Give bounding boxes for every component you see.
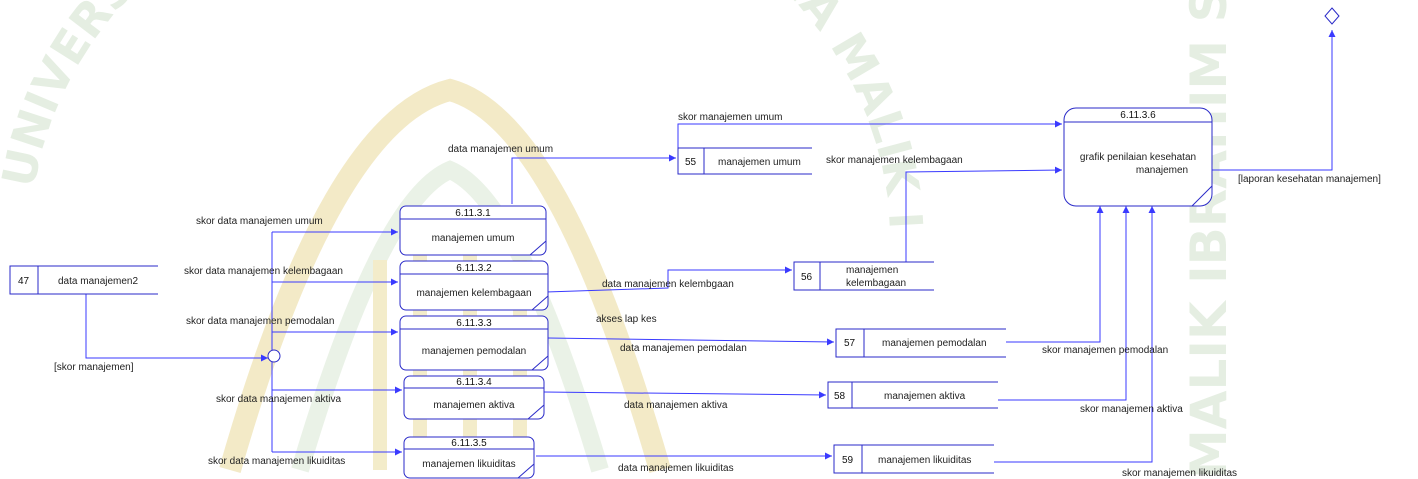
flow-label-skor-data-kelembagaan: skor data manajemen kelembagaan [184, 266, 343, 277]
store-name: manajemen umum [718, 157, 801, 168]
flow-lines [85, 30, 1336, 463]
process-id: 6.11.3.6 [1120, 110, 1156, 121]
store-name: manajemen likuiditas [878, 455, 971, 466]
process-6-11-3-3[interactable]: 6.11.3.3 manajemen pemodalan [399, 315, 549, 371]
process-name: manajemen likuiditas [422, 459, 515, 470]
process-name: manajemen kelembagaan [416, 288, 531, 299]
flow-label-data-aktiva: data manajemen aktiva [624, 400, 728, 411]
watermark: UNIVERSITAS ISLAM NEGERI MAULANA MALIK I… [0, 0, 1238, 479]
data-store-55[interactable]: 55 manajemen umum [677, 147, 812, 175]
process-6-11-3-4[interactable]: 6.11.3.4 manajemen aktiva [403, 375, 545, 420]
data-store-56[interactable]: 56 manajemen kelembagaan [793, 261, 934, 291]
process-id: 6.11.3.5 [451, 438, 487, 449]
process-name: manajemen pemodalan [422, 346, 527, 357]
flow-label-laporan: [laporan kesehatan manajemen] [1238, 174, 1381, 185]
store-name: data manajemen2 [58, 276, 138, 287]
flow-junction [267, 349, 281, 363]
flow-label-skor-data-likuiditas: skor data manajemen likuiditas [208, 456, 345, 467]
store-number: 47 [18, 276, 30, 287]
data-store-47[interactable]: 47 data manajemen2 [9, 265, 158, 295]
process-id: 6.11.3.2 [456, 263, 492, 274]
store-name: manajemen aktiva [884, 391, 966, 402]
process-6-11-3-6[interactable]: 6.11.3.6 grafik penilaian kesehatan mana… [1063, 107, 1213, 207]
flow-label-skor-aktiva: skor manajemen aktiva [1080, 404, 1183, 415]
process-name: manajemen umum [432, 233, 515, 244]
store-number: 58 [834, 391, 846, 402]
process-6-11-3-1[interactable]: 6.11.3.1 manajemen umum [399, 205, 547, 256]
process-id: 6.11.3.4 [456, 377, 492, 388]
flow-label-skor-likuiditas: skor manajemen likuiditas [1122, 468, 1237, 479]
store-name-line2: kelembagaan [846, 278, 906, 289]
flow-label-data-pemodalan: data manajemen pemodalan [620, 343, 747, 354]
flow-label-skor-data-umum: skor data manajemen umum [196, 216, 323, 227]
data-store-58[interactable]: 58 manajemen aktiva [827, 381, 998, 409]
process-name: manajemen aktiva [433, 400, 515, 411]
flow-label-skor-manajemen: [skor manajemen] [54, 362, 134, 373]
flow-label-skor-data-pemodalan: skor data manajemen pemodalan [186, 316, 334, 327]
flow-label-akses-lap-kes: akses lap kes [596, 314, 657, 325]
flow-label-skor-kelembagaan: skor manajemen kelembagaan [826, 155, 963, 166]
data-store-59[interactable]: 59 manajemen likuiditas [833, 444, 994, 474]
process-name-line1: grafik penilaian kesehatan [1080, 152, 1196, 163]
flow-label-data-likuiditas: data manajemen likuiditas [618, 463, 734, 474]
store-number: 59 [842, 455, 854, 466]
process-id: 6.11.3.1 [455, 208, 491, 219]
process-name-line2: manajemen [1136, 165, 1188, 176]
data-store-57[interactable]: 57 manajemen pemodalan [835, 328, 1006, 358]
watermark-vertical-text: MALIK IBRAHIM STATE ISL [1180, 0, 1238, 479]
flow-label-skor-data-aktiva: skor data manajemen aktiva [216, 394, 342, 405]
store-number: 55 [685, 157, 697, 168]
watermark-arc-text: UNIVERSITAS ISLAM NEGERI MAULANA MALIK I… [0, 0, 933, 231]
flow-labels: [skor manajemen] skor data manajemen umu… [54, 112, 1381, 479]
store-number: 57 [844, 338, 856, 349]
store-name-line1: manajemen [846, 265, 898, 276]
process-6-11-3-2[interactable]: 6.11.3.2 manajemen kelembagaan [399, 260, 549, 311]
process-6-11-3-5[interactable]: 6.11.3.5 manajemen likuiditas [403, 436, 535, 479]
process-id: 6.11.3.3 [456, 318, 492, 329]
flow-label-data-kelembagaan: data manajemen kelembgaan [602, 279, 734, 290]
external-entity-diamond [1324, 7, 1340, 25]
flow-label-skor-umum: skor manajemen umum [678, 112, 782, 123]
store-number: 56 [801, 272, 813, 283]
store-name: manajemen pemodalan [882, 338, 987, 349]
flow-label-skor-pemodalan: skor manajemen pemodalan [1042, 345, 1168, 356]
flow-label-data-umum: data manajemen umum [448, 144, 553, 155]
